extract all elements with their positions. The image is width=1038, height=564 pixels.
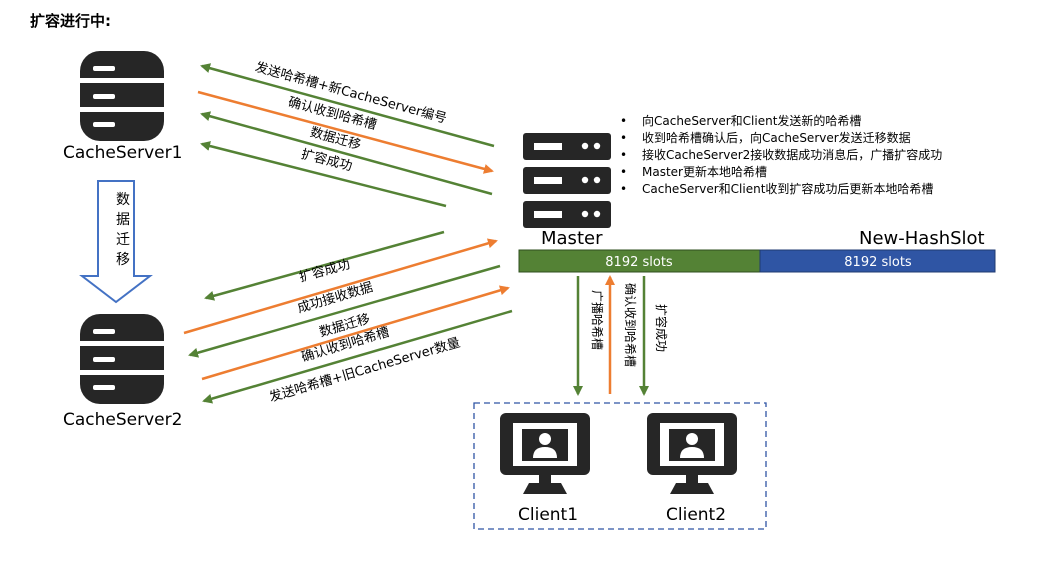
master-label: Master [541,228,603,249]
arrow-cs2-confirm-hashslot [201,285,510,381]
hashslot-title: New-HashSlot [859,228,985,249]
migration-label-char: 移 [116,252,130,268]
client2-monitor-icon [647,413,737,494]
arrow-expansion-success-to-cs2 [204,230,445,301]
arrow-migrate-data-to-cs1 [200,111,493,196]
arrow-expansion-success-to-cs1 [200,141,447,208]
label-broadcast-hashslot: 广播哈希槽 [590,290,604,351]
migration-label-char: 据 [116,212,130,228]
arrow-cs2-received-data [183,238,498,335]
master-server-icon [523,133,611,228]
label-client-expansion-success: 扩容成功 [654,304,668,353]
arrow-cs1-confirm-hashslot [197,90,494,174]
migration-label-char: 数 [116,192,130,208]
label-client-confirm-hashslot: 确认收到哈希槽 [623,283,637,368]
cacheserver2-label: CacheServer2 [63,410,183,430]
client2-label: Client2 [666,505,727,525]
client1-label: Client1 [518,505,579,525]
note-item: 收到哈希槽确认后，向CacheServer发送迁移数据 [620,130,942,147]
migration-block-arrow [79,180,153,304]
note-item: 接收CacheServer2接收数据成功消息后，广播扩容成功 [620,147,942,164]
arrow-migrate-data-to-cs2 [188,264,501,358]
cacheserver1-database-icon [80,51,164,141]
note-item: 向CacheServer和Client发送新的哈希槽 [620,113,942,130]
hashslot-bar: 8192 slots 8192 slots [518,249,996,273]
hashslot-left-label: 8192 slots [605,255,673,270]
note-item: Master更新本地哈希槽 [620,164,942,181]
client-group-box [473,402,767,530]
arrow-send-hashslot-to-cs1 [200,63,495,148]
migration-label-char: 迁 [116,232,130,248]
cacheserver2-database-icon [80,314,164,404]
hashslot-right-label: 8192 slots [844,255,912,270]
client1-monitor-icon [500,413,590,494]
note-item: CacheServer和Client收到扩容成功后更新本地哈希槽 [620,181,942,198]
migration-label: 数 据 迁 移 [115,190,131,270]
cacheserver1-label: CacheServer1 [63,143,183,163]
arrow-send-hashslot-to-cs2 [202,309,513,404]
hashslot-right-segment [759,249,996,273]
page-title: 扩容进行中: [30,12,111,30]
notes-list: 向CacheServer和Client发送新的哈希槽 收到哈希槽确认后，向Cac… [620,113,942,198]
